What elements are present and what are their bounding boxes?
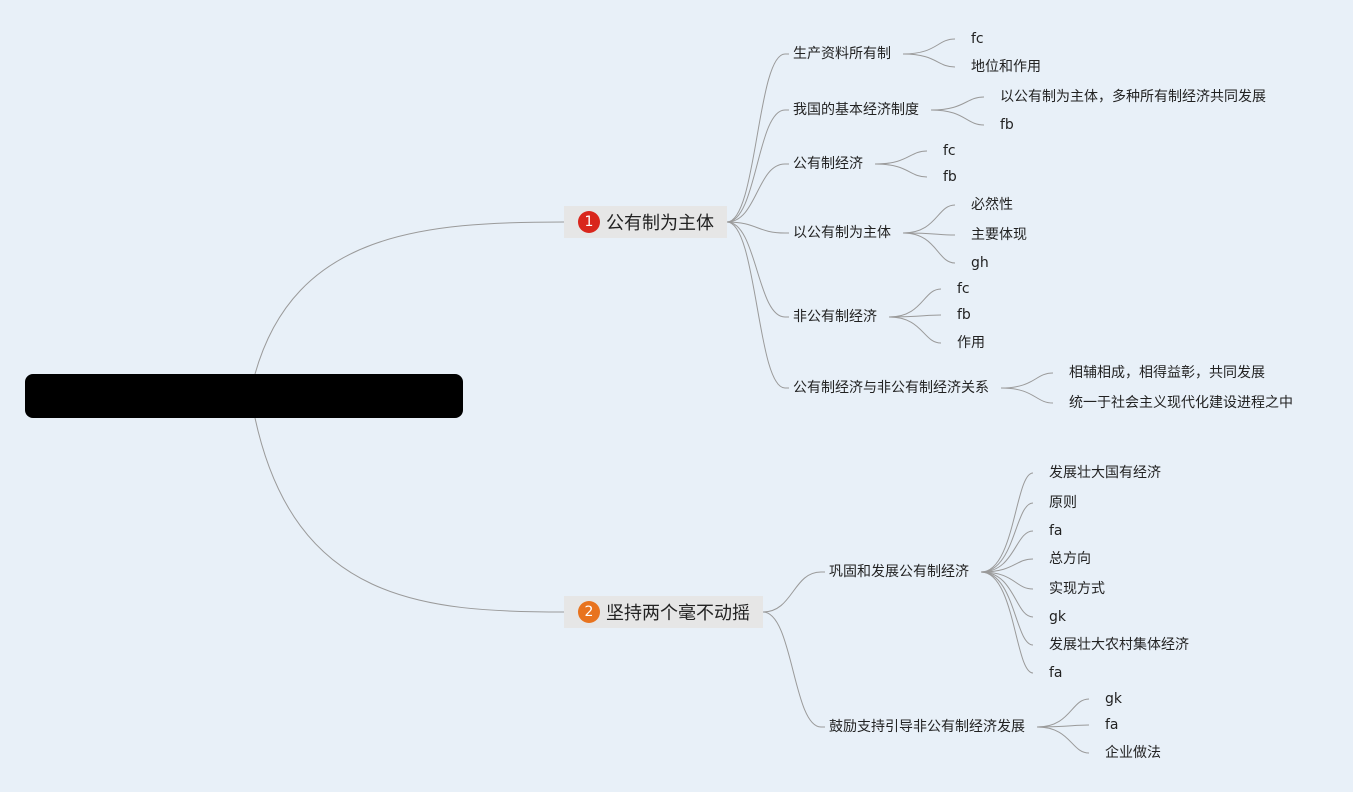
- leaf-topic1-4-1[interactable]: fb: [957, 307, 971, 323]
- connector-topic2-sub-0-leaf-5: [980, 571, 1034, 618]
- priority-1-icon: 1: [578, 211, 600, 233]
- connector-topic1-sub-3: [726, 221, 789, 234]
- leaf-topic2-0-7[interactable]: fa: [1049, 665, 1063, 681]
- subtopic-topic2-0[interactable]: 巩固和发展公有制经济: [829, 564, 969, 580]
- connector-topic2-sub-0-leaf-2: [980, 530, 1034, 573]
- subtopic-topic1-3[interactable]: 以公有制为主体: [793, 225, 891, 241]
- connector-topic2-sub-0-leaf-0: [980, 472, 1034, 573]
- connector-topic1-sub-1-leaf-0: [930, 96, 985, 111]
- connector-topic1-sub-1-leaf-1: [930, 109, 985, 126]
- connector-topic1-sub-2-leaf-1: [874, 163, 928, 178]
- connector-topic2-sub-0-leaf-7: [980, 571, 1034, 674]
- connector-topic2-sub-1: [762, 611, 825, 728]
- subtopic-topic1-1[interactable]: 我国的基本经济制度: [793, 102, 919, 118]
- priority-2-icon: 2: [578, 601, 600, 623]
- connector-topic2-sub-0-leaf-1: [980, 502, 1034, 573]
- subtopic-topic1-0[interactable]: 生产资料所有制: [793, 46, 891, 62]
- subtopic-topic1-5[interactable]: 公有制经济与非公有制经济关系: [793, 380, 989, 396]
- connector-topic1-sub-2-leaf-0: [874, 150, 928, 165]
- leaf-topic1-1-0[interactable]: 以公有制为主体，多种所有制经济共同发展: [1000, 89, 1266, 105]
- leaf-topic2-0-0[interactable]: 发展壮大国有经济: [1049, 465, 1161, 481]
- connector-topic1-sub-5: [726, 221, 789, 389]
- main-topic-1-title: 公有制为主体: [606, 213, 714, 234]
- leaf-topic2-0-6[interactable]: 发展壮大农村集体经济: [1049, 637, 1189, 653]
- leaf-topic2-0-3[interactable]: 总方向: [1049, 551, 1091, 567]
- connector-topic2-sub-0-leaf-3: [980, 558, 1034, 573]
- leaf-topic1-2-0[interactable]: fc: [943, 143, 956, 159]
- leaf-topic1-1-1[interactable]: fb: [1000, 117, 1014, 133]
- leaf-topic1-5-1[interactable]: 统一于社会主义现代化建设进程之中: [1069, 395, 1293, 411]
- connector-topic1-sub-0-leaf-0: [902, 38, 956, 55]
- main-topic-2[interactable]: 2 坚持两个毫不动摇: [564, 596, 763, 628]
- subtopic-topic1-2[interactable]: 公有制经济: [793, 156, 863, 172]
- connector-topic1-sub-4: [726, 221, 789, 318]
- subtopic-topic2-1[interactable]: 鼓励支持引导非公有制经济发展: [829, 719, 1025, 735]
- connector-topic1-sub-4-leaf-1: [888, 314, 942, 318]
- leaf-topic1-0-1[interactable]: 地位和作用: [971, 59, 1041, 75]
- main-topic-2-title: 坚持两个毫不动摇: [606, 603, 750, 624]
- leaf-topic2-0-5[interactable]: gk: [1049, 609, 1066, 625]
- connector-topic1-sub-0: [726, 53, 789, 223]
- connector-topic1-sub-3-leaf-0: [902, 204, 956, 234]
- connector-topic1-sub-5-leaf-1: [1000, 387, 1054, 404]
- connector-root-topic1: [254, 221, 565, 375]
- connector-topic1-sub-5-leaf-0: [1000, 372, 1054, 389]
- connector-topic2-sub-0: [762, 571, 825, 613]
- connector-topic2-sub-0-leaf-4: [980, 571, 1034, 590]
- connector-topic1-sub-4-leaf-0: [888, 288, 942, 318]
- main-topic-1[interactable]: 1 公有制为主体: [564, 206, 727, 238]
- leaf-topic2-0-2[interactable]: fa: [1049, 523, 1063, 539]
- leaf-topic1-2-1[interactable]: fb: [943, 169, 957, 185]
- connector-topic2-sub-1-leaf-2: [1036, 726, 1090, 754]
- connector-topic1-sub-4-leaf-2: [888, 316, 942, 344]
- leaf-topic2-1-1[interactable]: fa: [1105, 717, 1119, 733]
- leaf-topic1-3-2[interactable]: gh: [971, 255, 989, 271]
- connector-topic2-sub-1-leaf-0: [1036, 698, 1090, 728]
- connector-topic1-sub-3-leaf-2: [902, 232, 956, 264]
- connector-topic1-sub-1: [726, 109, 789, 223]
- leaf-topic1-0-0[interactable]: fc: [971, 31, 984, 47]
- leaf-topic2-0-1[interactable]: 原则: [1049, 495, 1077, 511]
- leaf-topic1-4-2[interactable]: 作用: [957, 335, 985, 351]
- connector-topic1-sub-0-leaf-1: [902, 53, 956, 68]
- root-topic-redacted[interactable]: [25, 374, 463, 418]
- leaf-topic2-1-0[interactable]: gk: [1105, 691, 1122, 707]
- leaf-topic1-3-0[interactable]: 必然性: [971, 197, 1013, 213]
- leaf-topic1-3-1[interactable]: 主要体现: [971, 227, 1027, 243]
- leaf-topic2-0-4[interactable]: 实现方式: [1049, 581, 1105, 597]
- connector-root-topic2: [254, 417, 565, 613]
- leaf-topic1-4-0[interactable]: fc: [957, 281, 970, 297]
- subtopic-topic1-4[interactable]: 非公有制经济: [793, 309, 877, 325]
- leaf-topic1-5-0[interactable]: 相辅相成，相得益彰，共同发展: [1069, 365, 1265, 381]
- connector-topic1-sub-2: [726, 163, 789, 223]
- connector-topic2-sub-0-leaf-6: [980, 571, 1034, 646]
- leaf-topic2-1-2[interactable]: 企业做法: [1105, 745, 1161, 761]
- connector-topic2-sub-1-leaf-1: [1036, 724, 1090, 728]
